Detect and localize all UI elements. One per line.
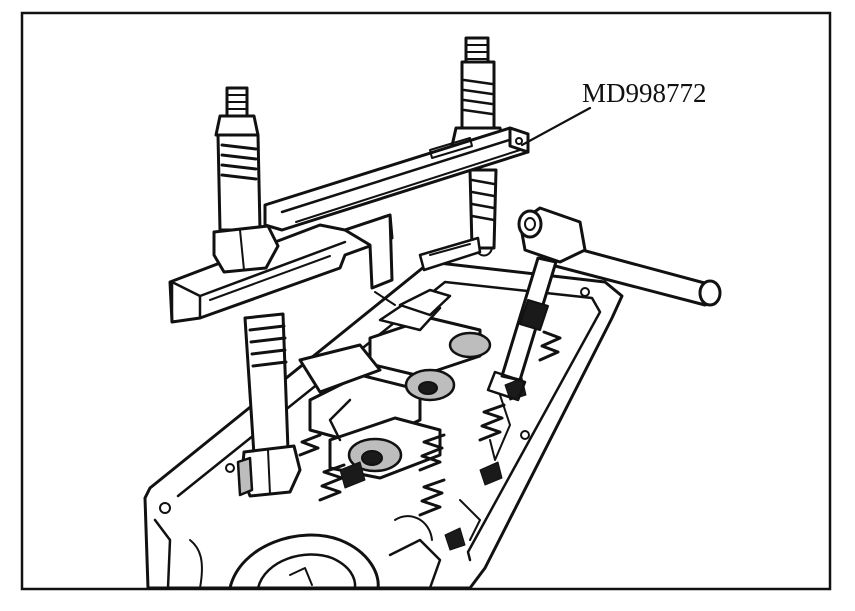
compressor-frame	[168, 126, 530, 324]
part-number-label: MD998772	[582, 78, 707, 108]
front-stud	[212, 86, 302, 498]
valve-tool	[486, 206, 722, 461]
valve-train	[298, 288, 562, 551]
callout-leader-line	[520, 106, 592, 147]
callout: MD998772	[520, 78, 707, 147]
